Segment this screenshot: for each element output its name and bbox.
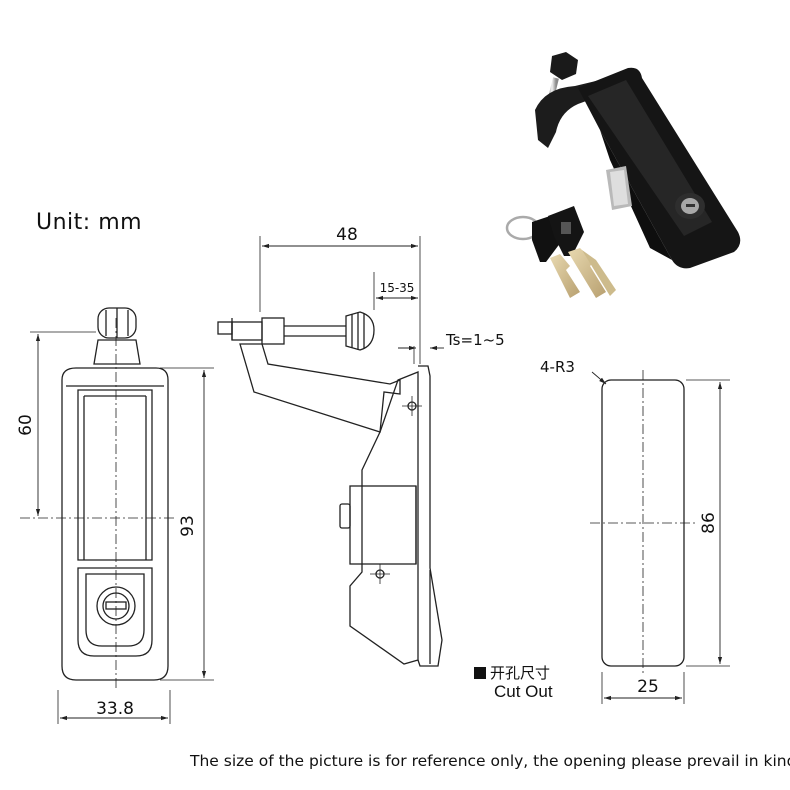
disclaimer-text: The size of the picture is for reference… (190, 752, 790, 770)
side-view (217, 236, 444, 667)
cutout-label-cn: 开孔尺寸 (474, 662, 550, 683)
front-view (20, 307, 214, 724)
dim-cutout-height: 86 (699, 512, 719, 534)
cutout-label-en: Cut Out (494, 682, 553, 701)
product-photo (505, 52, 741, 298)
dim-front-height-upper: 60 (16, 414, 36, 436)
square-bullet-icon (474, 667, 486, 679)
dim-side-adjust: 15-35 (380, 281, 415, 295)
cutout-label-cn-text: 开孔尺寸 (490, 664, 551, 682)
dim-cutout-width: 25 (637, 677, 659, 697)
dim-panel-thickness: Ts=1~5 (445, 331, 505, 349)
cutout-view (590, 370, 730, 704)
dim-front-width: 33.8 (96, 699, 134, 719)
dim-side-width: 48 (336, 225, 358, 245)
dim-corner-radius: 4-R3 (540, 358, 575, 376)
dim-front-height-total: 93 (178, 515, 198, 537)
unit-label: Unit: mm (36, 210, 143, 235)
